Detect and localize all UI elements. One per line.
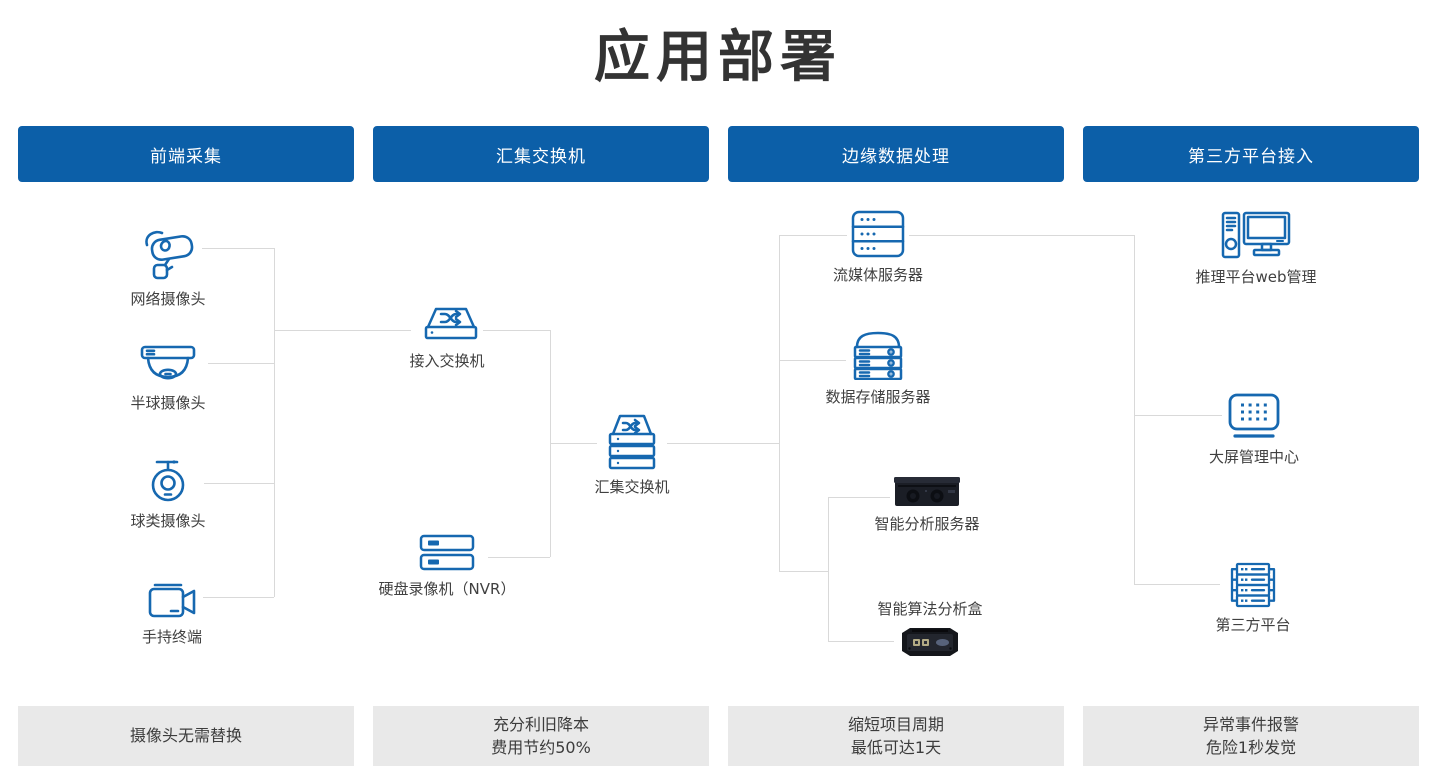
node-label: 第三方平台 xyxy=(1215,616,1291,634)
connector-line xyxy=(1134,584,1224,585)
node-label: 手持终端 xyxy=(141,628,202,646)
connector-line xyxy=(828,641,895,642)
node-label: 数据存储服务器 xyxy=(825,388,931,406)
node-web-management: 推理平台web管理 xyxy=(1186,210,1326,287)
node-label: 网络摄像头 xyxy=(130,290,206,308)
benefit-line: 费用节约50% xyxy=(491,738,591,757)
connector-line xyxy=(197,248,274,249)
storage-server-icon xyxy=(846,330,910,380)
benefit-box-aggregation: 充分利旧降本 费用节约50% xyxy=(373,706,709,766)
node-nvr: 硬盘录像机（NVR） xyxy=(357,534,537,599)
connector-line xyxy=(208,363,274,364)
column-header-third-party-access: 第三方平台接入 xyxy=(1083,126,1419,182)
workstation-icon xyxy=(1217,210,1295,260)
server-icon xyxy=(847,210,909,258)
node-ball-camera: 球类摄像头 xyxy=(98,458,238,531)
node-label: 半球摄像头 xyxy=(130,394,206,412)
node-handheld-terminal: 手持终端 xyxy=(102,582,242,647)
node-media-server: 流媒体服务器 xyxy=(808,210,948,285)
connector-line xyxy=(779,571,828,572)
node-label: 流媒体服务器 xyxy=(832,266,923,284)
column-header-aggregation-switch: 汇集交换机 xyxy=(373,126,709,182)
connector-line xyxy=(828,497,890,498)
node-analysis-server: 智能分析服务器 xyxy=(847,477,1007,534)
switch-icon xyxy=(411,304,483,344)
connector-line xyxy=(828,497,829,641)
bullet-camera-icon xyxy=(134,228,202,282)
node-analysis-box: 智能算法分析盒 xyxy=(850,598,1010,657)
connector-line xyxy=(200,597,274,598)
connector-line xyxy=(274,248,275,597)
benefit-box-edge: 缩短项目周期 最低可达1天 xyxy=(728,706,1064,766)
node-label: 球类摄像头 xyxy=(130,512,206,530)
dome-camera-icon xyxy=(135,344,201,386)
page-title: 应用部署 xyxy=(594,25,842,90)
column-header-label: 第三方平台接入 xyxy=(1188,146,1314,167)
benefit-line: 缩短项目周期 xyxy=(847,714,944,734)
column-header-frontend-collection: 前端采集 xyxy=(18,126,354,182)
connector-line xyxy=(779,235,1134,236)
node-third-party: 第三方平台 xyxy=(1183,562,1323,635)
column-header-label: 边缘数据处理 xyxy=(842,146,950,167)
handheld-camera-icon xyxy=(141,582,203,620)
node-label: 智能算法分析盒 xyxy=(877,600,983,618)
stacked-switch-icon xyxy=(597,406,667,470)
node-label: 接入交换机 xyxy=(409,352,485,370)
node-label: 汇集交换机 xyxy=(594,478,670,496)
node-screen-center: 大屏管理中心 xyxy=(1184,392,1324,467)
node-label: 智能分析服务器 xyxy=(874,515,980,533)
benefit-box-thirdparty: 异常事件报警 危险1秒发觉 xyxy=(1083,706,1419,766)
connector-line xyxy=(779,360,852,361)
node-network-camera: 网络摄像头 xyxy=(98,228,238,309)
edge-box-photo xyxy=(894,627,966,657)
connector-line xyxy=(488,557,550,558)
nvr-icon xyxy=(415,534,479,572)
node-dome-camera: 半球摄像头 xyxy=(98,344,238,413)
platform-rack-icon xyxy=(1220,562,1286,608)
column-header-label: 前端采集 xyxy=(150,146,222,167)
benefit-line: 最低可达1天 xyxy=(850,738,942,757)
node-label: 大屏管理中心 xyxy=(1208,448,1299,466)
column-header-label: 汇集交换机 xyxy=(496,146,586,167)
benefit-line: 充分利旧降本 xyxy=(492,714,589,734)
connector-line xyxy=(204,483,274,484)
benefit-box-frontend: 摄像头无需替换 xyxy=(18,706,354,766)
node-storage-server: 数据存储服务器 xyxy=(808,330,948,407)
rack-server-photo xyxy=(890,477,964,507)
node-label: 硬盘录像机（NVR） xyxy=(378,580,516,598)
node-access-switch: 接入交换机 xyxy=(377,304,517,371)
connector-line xyxy=(1134,235,1135,584)
led-screen-icon xyxy=(1222,392,1286,440)
column-header-edge-processing: 边缘数据处理 xyxy=(728,126,1064,182)
ball-camera-icon xyxy=(140,458,196,504)
connector-line xyxy=(779,235,780,571)
node-aggregation-switch: 汇集交换机 xyxy=(562,406,702,497)
benefit-line: 异常事件报警 xyxy=(1202,714,1299,734)
benefit-line: 危险1秒发觉 xyxy=(1205,738,1297,757)
node-label: 推理平台web管理 xyxy=(1195,268,1317,286)
benefit-line: 摄像头无需替换 xyxy=(129,726,242,746)
connector-line xyxy=(1134,415,1226,416)
